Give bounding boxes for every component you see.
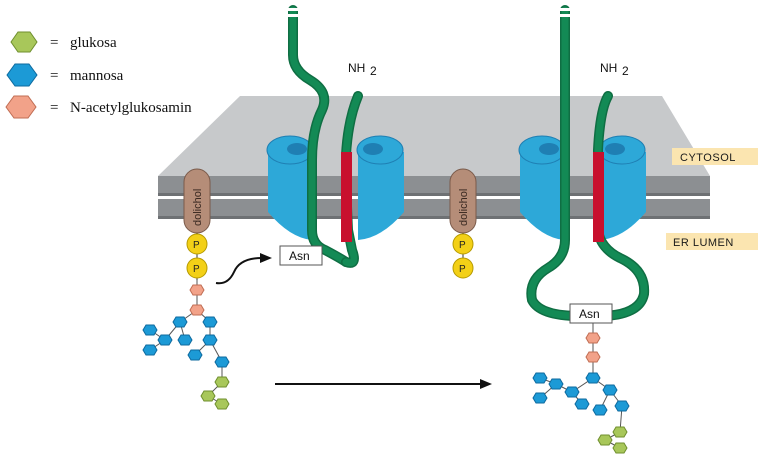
right-nh2-label: NH	[600, 61, 617, 75]
right-dolichol: dolichol P P	[449, 168, 477, 279]
right-asn-box: Asn	[569, 303, 613, 324]
right-protein-chain: NH 2	[526, 5, 650, 321]
glukosa-hexagon-icon	[10, 31, 38, 53]
left-nh2-label: NH	[348, 61, 365, 75]
right-phosphate-1-text: P	[459, 240, 466, 251]
right-dolichol-text: dolichol	[458, 189, 470, 226]
right-oligosaccharide	[532, 323, 630, 454]
left-signal-segment	[341, 152, 352, 242]
membrane-bottom-line	[158, 216, 710, 219]
right-translocon	[518, 135, 646, 240]
membrane-gap-line	[158, 193, 710, 196]
right-asn-text: Asn	[579, 307, 600, 321]
left-oligosaccharide	[142, 280, 230, 410]
left-phosphate-1-text: P	[193, 240, 200, 251]
cytosol-label: CYTOSOL	[672, 148, 758, 165]
left-protein-chain: NH 2	[287, 5, 377, 268]
right-arrow-icon	[275, 379, 492, 389]
legend-label-nacetylglukosamin: N-acetylglukosamin	[70, 100, 192, 116]
cytosol-text: CYTOSOL	[680, 152, 736, 164]
nacetylglukosamin-hexagon-icon	[5, 95, 37, 119]
left-dolichol-text: dolichol	[192, 189, 204, 226]
left-nh2-subscript: 2	[370, 64, 377, 78]
left-translocon	[266, 135, 404, 240]
legend-label-mannosa: mannosa	[70, 68, 124, 84]
legend-equals-1: =	[50, 35, 58, 51]
curved-arrow-icon	[215, 253, 272, 285]
left-asn-text: Asn	[289, 249, 310, 263]
right-signal-segment	[593, 152, 604, 242]
mannosa-hexagon-icon	[6, 63, 38, 87]
right-phosphate-2-text: P	[459, 264, 466, 275]
er-lumen-label: ER LUMEN	[666, 233, 758, 250]
legend-label-glukosa: glukosa	[70, 35, 117, 51]
left-asn-box: Asn	[279, 245, 323, 266]
left-phosphate-2-text: P	[193, 264, 200, 275]
legend: = glukosa = mannosa = N-acetylglukosamin	[5, 31, 192, 119]
er-lumen-text: ER LUMEN	[673, 237, 734, 249]
right-nh2-subscript: 2	[622, 64, 629, 78]
left-dolichol: dolichol P P	[183, 168, 211, 290]
legend-equals-3: =	[50, 100, 58, 116]
legend-equals-2: =	[50, 68, 58, 84]
